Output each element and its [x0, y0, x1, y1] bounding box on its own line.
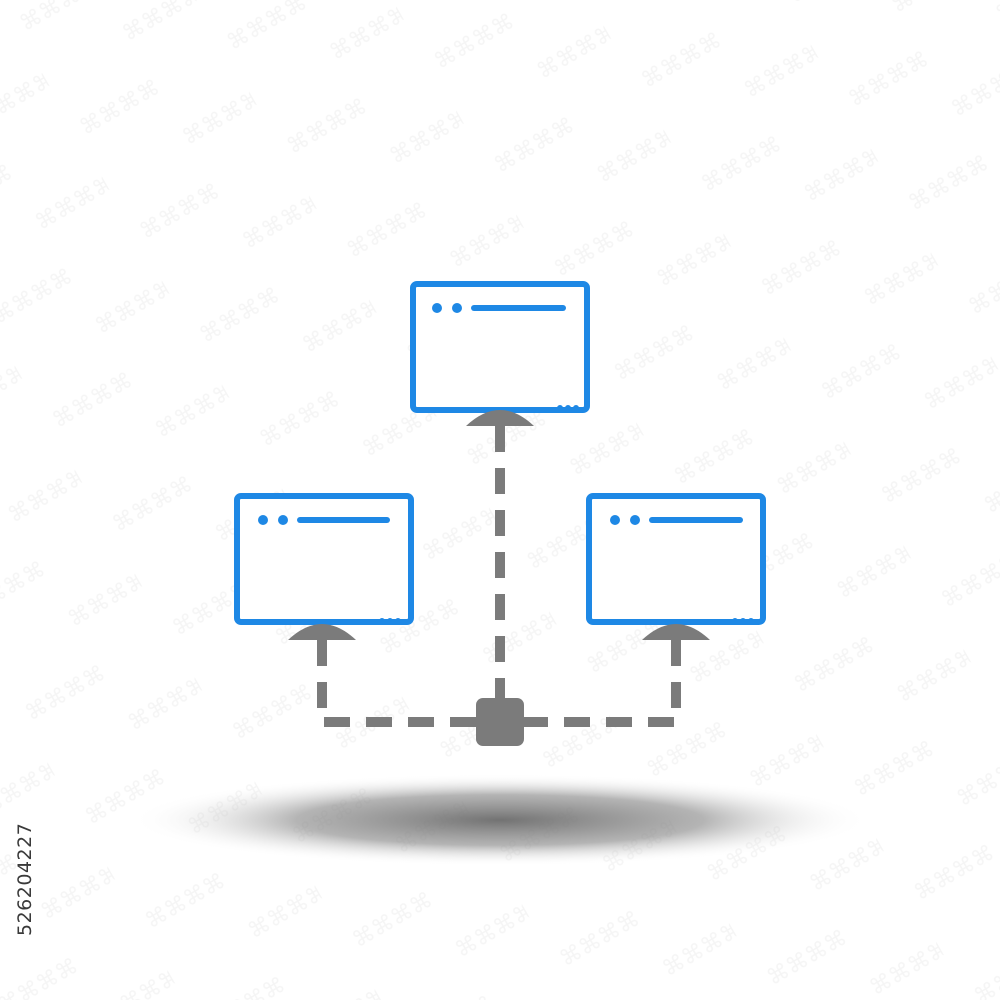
dashed-connectors — [317, 426, 681, 727]
monitor-stand-icon — [642, 624, 710, 640]
watermark-id-text: 526204227 — [14, 822, 36, 936]
window-dot-icon — [630, 515, 640, 525]
stock-image-id: 526204227 — [14, 823, 36, 936]
window-dot-icon — [452, 303, 462, 313]
monitor-right-icon — [586, 493, 766, 640]
window-dot-icon — [610, 515, 620, 525]
monitor-stand-icon — [466, 410, 534, 426]
monitor-top-icon — [410, 281, 590, 426]
monitor-stand-icon — [288, 624, 356, 640]
connector-left — [317, 640, 476, 727]
monitor-left-icon — [234, 493, 414, 640]
connector-right — [524, 640, 681, 727]
hub-icon — [476, 698, 524, 746]
window-dot-icon — [432, 303, 442, 313]
window-dot-icon — [278, 515, 288, 525]
window-dot-icon — [258, 515, 268, 525]
drop-shadow — [130, 774, 870, 866]
